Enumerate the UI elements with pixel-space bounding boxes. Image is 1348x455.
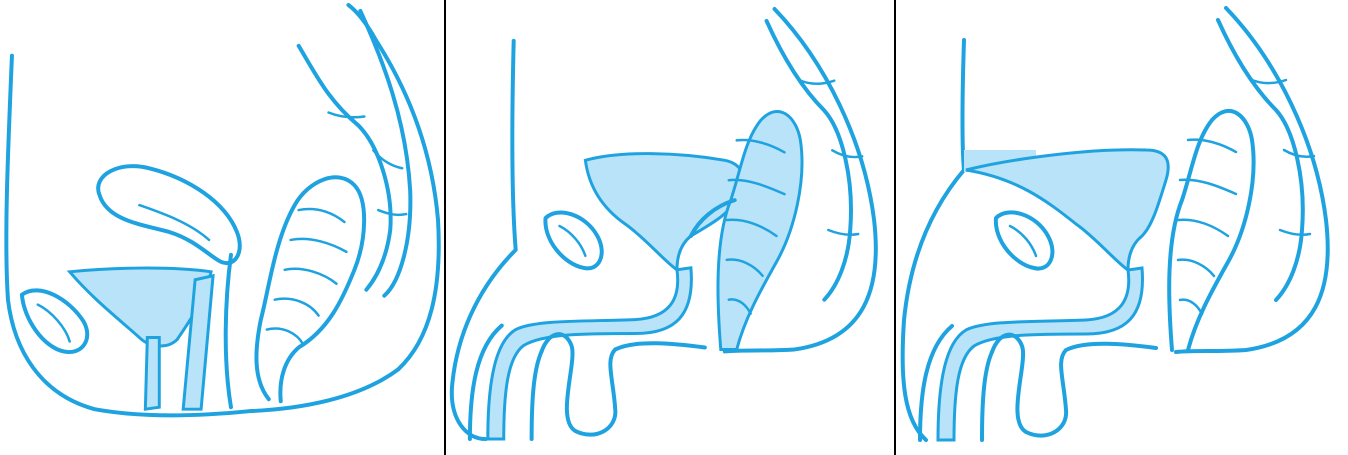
pubic-bone-inner <box>36 303 71 343</box>
male-pelvis-illustration-2 <box>900 6 1330 442</box>
body-outline <box>900 38 966 442</box>
pubic-bone <box>543 210 604 271</box>
body-outline <box>449 38 518 442</box>
perineum <box>223 252 233 410</box>
rectum-folds <box>265 207 348 345</box>
pubic-bone-inner <box>1008 224 1038 258</box>
vagina <box>181 273 215 411</box>
bladder <box>66 266 213 348</box>
scrotum <box>539 332 707 437</box>
urethra <box>143 336 161 411</box>
spine-detail <box>799 79 864 236</box>
body-outline <box>4 3 441 418</box>
panel-female-pelvis <box>0 0 446 455</box>
urethra <box>486 266 693 441</box>
spine-detail <box>327 111 408 217</box>
panel-male-pelvis-2 <box>896 0 1348 455</box>
spine-detail <box>1250 78 1316 237</box>
rectum-folds <box>725 138 786 315</box>
penis-outline <box>918 324 994 442</box>
pubic-bone-inner <box>558 224 587 258</box>
prostate <box>688 198 737 238</box>
pubic-bone <box>993 210 1055 271</box>
female-pelvis-illustration <box>4 3 441 418</box>
panel-male-pelvis-1 <box>446 0 896 455</box>
rectum <box>716 109 804 351</box>
rectum-folds <box>1176 138 1238 316</box>
spine-inner <box>1216 18 1305 302</box>
spine-outer <box>358 8 413 298</box>
scrotum <box>990 332 1158 438</box>
penis-outline <box>467 323 544 442</box>
pubic-bone <box>19 288 90 355</box>
rectum <box>254 175 367 404</box>
bladder <box>965 148 1170 273</box>
back-outline <box>722 6 878 354</box>
spine-inner <box>296 43 393 292</box>
rectum <box>1167 108 1256 352</box>
spine-inner <box>764 18 853 302</box>
back-outline <box>1174 6 1330 354</box>
urethra <box>936 266 1144 442</box>
uterus-cavity <box>138 203 211 242</box>
male-pelvis-illustration-1 <box>449 6 878 442</box>
uterus <box>96 164 242 266</box>
